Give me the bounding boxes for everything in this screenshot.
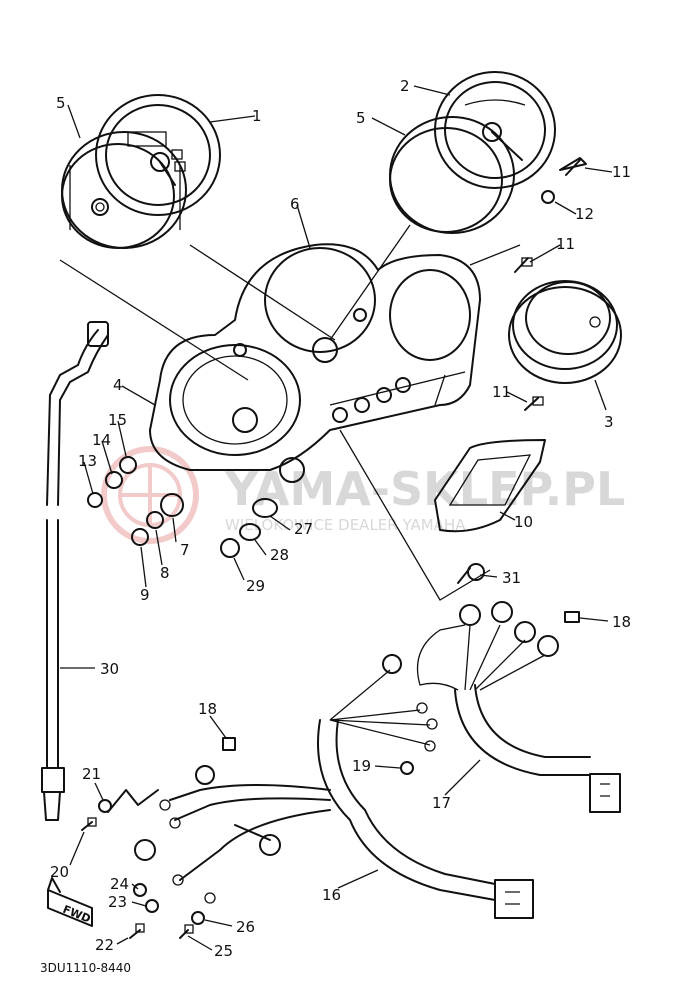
watermark: YAMA-SKLEP.PL WIELOKOWICE DEALER YAMAHA — [101, 446, 625, 544]
fasteners-bottom — [81, 789, 205, 939]
callout-5a: 5 — [56, 94, 66, 112]
watermark-brand: YAMA-SKLEP.PL — [224, 462, 625, 516]
callout-19: 19 — [352, 757, 371, 775]
screws — [222, 157, 587, 775]
callout-11b: 11 — [556, 235, 575, 253]
callout-16: 16 — [322, 886, 341, 904]
callout-24: 24 — [110, 875, 129, 893]
indicator-panel — [434, 439, 546, 533]
callout-28: 28 — [270, 546, 289, 564]
callout-23: 23 — [108, 893, 127, 911]
callout-labels: 1 2 3 4 5 5 6 7 8 9 10 11 11 11 12 13 14… — [50, 77, 631, 960]
callout-15: 15 — [108, 411, 127, 429]
callout-20: 20 — [50, 863, 69, 881]
small-parts-left — [87, 456, 278, 558]
callout-13: 13 — [78, 452, 97, 470]
watermark-sub: WIELOKOWICE DEALER YAMAHA — [225, 516, 466, 534]
callout-31: 31 — [502, 569, 521, 587]
fwd-arrow-icon: FWD — [47, 877, 93, 927]
callout-22: 22 — [95, 936, 114, 954]
callout-21: 21 — [82, 765, 101, 783]
callout-12: 12 — [575, 205, 594, 223]
callout-29: 29 — [246, 577, 265, 595]
callout-5b: 5 — [356, 109, 366, 127]
callout-25: 25 — [214, 942, 233, 960]
callout-9: 9 — [140, 586, 150, 604]
meter-housing — [149, 243, 481, 483]
wire-harness — [134, 601, 621, 919]
callout-7: 7 — [180, 541, 190, 559]
callout-2: 2 — [400, 77, 410, 95]
gauge-tachometer — [389, 71, 556, 234]
leader-lines — [59, 85, 613, 951]
callout-27: 27 — [294, 520, 313, 538]
callout-6: 6 — [290, 195, 300, 213]
callout-3: 3 — [604, 413, 614, 431]
callout-30: 30 — [100, 660, 119, 678]
callout-26: 26 — [236, 918, 255, 936]
callout-11c: 11 — [492, 383, 511, 401]
callout-18a: 18 — [612, 613, 631, 631]
part-number: 3DU1110-8440 — [40, 961, 131, 975]
callout-14: 14 — [92, 431, 111, 449]
callout-1: 1 — [252, 107, 262, 125]
callout-11a: 11 — [612, 163, 631, 181]
gauge-small — [508, 280, 622, 384]
callout-10: 10 — [514, 513, 533, 531]
callout-8: 8 — [160, 564, 170, 582]
gauge-speedometer — [61, 94, 221, 249]
callout-17: 17 — [432, 794, 451, 812]
callout-4: 4 — [113, 376, 123, 394]
speedometer-cable — [41, 321, 109, 821]
callout-18b: 18 — [198, 700, 217, 718]
